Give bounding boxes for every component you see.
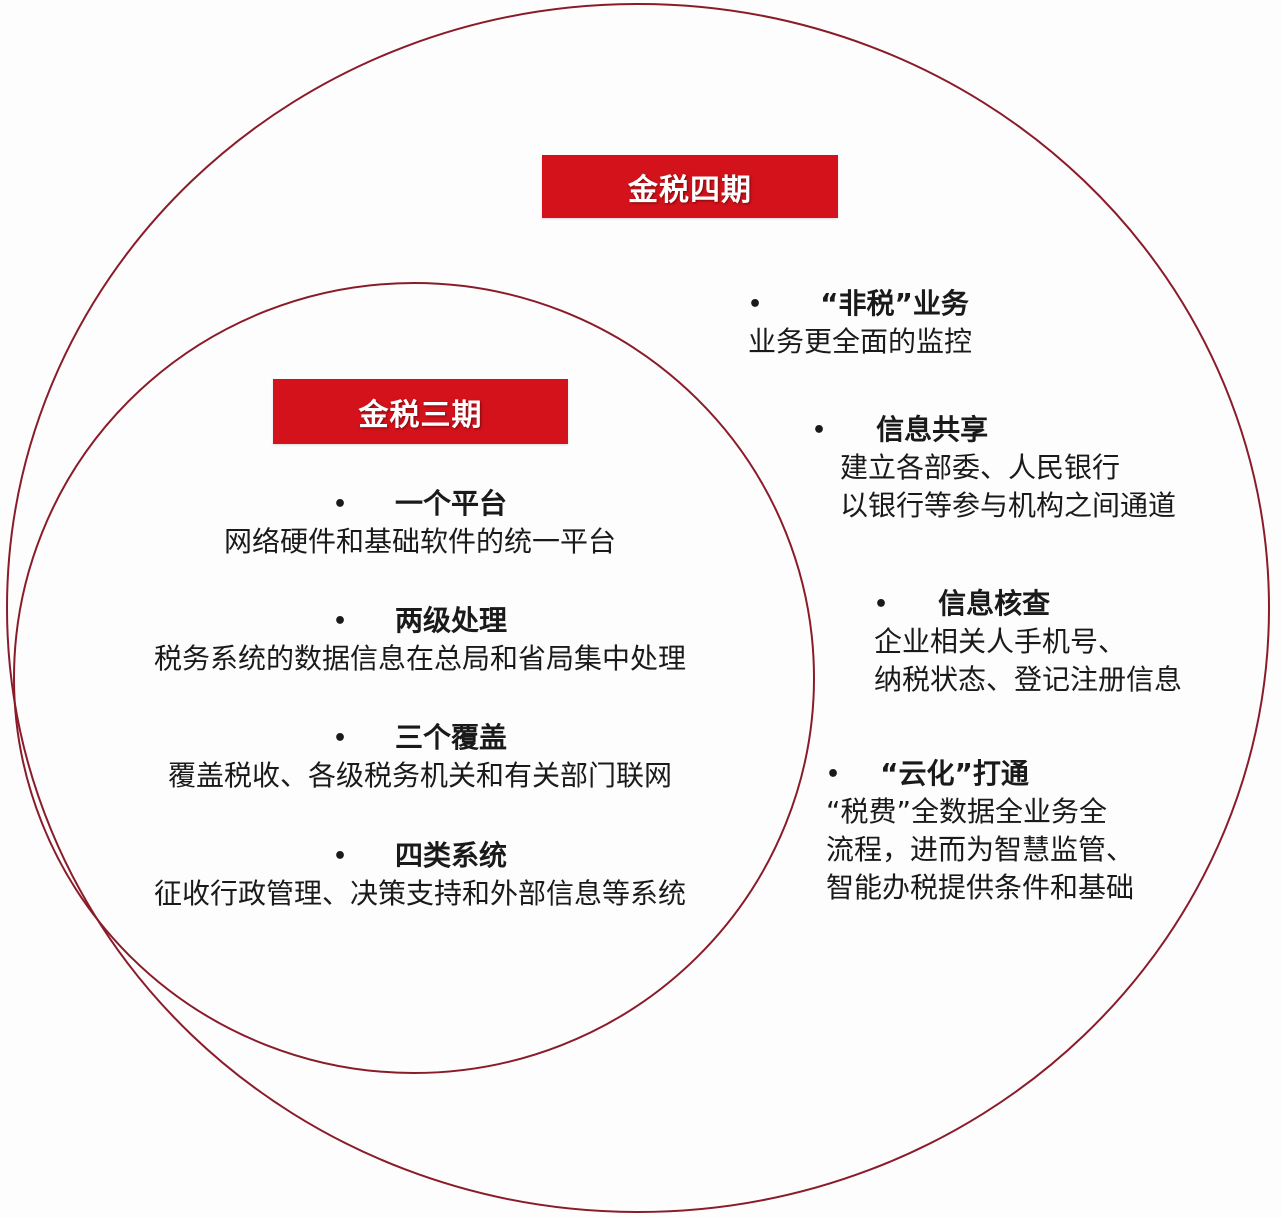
phase-4-title-tag: 金税四期 bbox=[542, 155, 838, 218]
phase-3-item-three-coverage: • 三个覆盖 覆盖税收、各级税务机关和有关部门联网 bbox=[20, 720, 820, 795]
item-desc: 征收行政管理、决策支持和外部信息等系统 bbox=[153, 877, 686, 910]
item-heading: 信息核查 bbox=[938, 587, 1051, 620]
item-desc: 业务更全面的监控 bbox=[748, 325, 973, 358]
bullet-icon: • bbox=[826, 762, 841, 787]
item-heading: “云化”打通 bbox=[880, 757, 1029, 790]
bullet-icon: • bbox=[332, 844, 348, 869]
phase-4-item-non-tax: • “非税”业务 业务更全面的监控 bbox=[748, 286, 972, 361]
item-desc: 纳税状态、登记注册信息 bbox=[874, 663, 1183, 696]
item-desc: 覆盖税收、各级税务机关和有关部门联网 bbox=[167, 759, 672, 792]
bullet-icon: • bbox=[748, 292, 763, 317]
inner-circle-golden-tax-phase-3 bbox=[13, 282, 815, 1074]
phase-4-item-info-sharing: • 信息共享 建立各部委、人民银行 以银行等参与机构之间通道 bbox=[812, 412, 1176, 525]
item-desc: 以银行等参与机构之间通道 bbox=[840, 489, 1177, 522]
item-desc: “税费”全数据全业务全 bbox=[826, 795, 1108, 828]
item-heading: “非税”业务 bbox=[820, 287, 969, 320]
item-heading: 一个平台 bbox=[395, 487, 508, 520]
item-heading: 两级处理 bbox=[395, 604, 508, 637]
outer-circle-golden-tax-phase-4 bbox=[6, 3, 1270, 1213]
bullet-icon: • bbox=[874, 592, 889, 617]
phase-4-item-info-verification: • 信息核查 企业相关人手机号、 纳税状态、登记注册信息 bbox=[874, 586, 1182, 699]
item-desc: 建立各部委、人民银行 bbox=[840, 451, 1121, 484]
bullet-icon: • bbox=[812, 418, 827, 443]
item-desc: 税务系统的数据信息在总局和省局集中处理 bbox=[153, 642, 686, 675]
item-heading: 三个覆盖 bbox=[395, 721, 508, 754]
phase-3-title-tag: 金税三期 bbox=[273, 379, 568, 444]
item-desc: 网络硬件和基础软件的统一平台 bbox=[223, 525, 616, 558]
item-desc: 流程，进而为智慧监管、 bbox=[826, 833, 1135, 866]
phase-3-item-two-level: • 两级处理 税务系统的数据信息在总局和省局集中处理 bbox=[20, 603, 820, 678]
bullet-icon: • bbox=[332, 492, 348, 517]
phase-3-item-one-platform: • 一个平台 网络硬件和基础软件的统一平台 bbox=[20, 486, 820, 561]
bullet-icon: • bbox=[332, 609, 348, 634]
item-heading: 信息共享 bbox=[876, 413, 989, 446]
phase-3-item-four-systems: • 四类系统 征收行政管理、决策支持和外部信息等系统 bbox=[20, 838, 820, 913]
item-desc: 企业相关人手机号、 bbox=[874, 625, 1127, 658]
item-desc: 智能办税提供条件和基础 bbox=[826, 871, 1135, 904]
item-heading: 四类系统 bbox=[395, 839, 508, 872]
bullet-icon: • bbox=[332, 726, 348, 751]
phase-4-item-cloud: • “云化”打通 “税费”全数据全业务全 流程，进而为智慧监管、 智能办税提供条件… bbox=[826, 756, 1134, 907]
